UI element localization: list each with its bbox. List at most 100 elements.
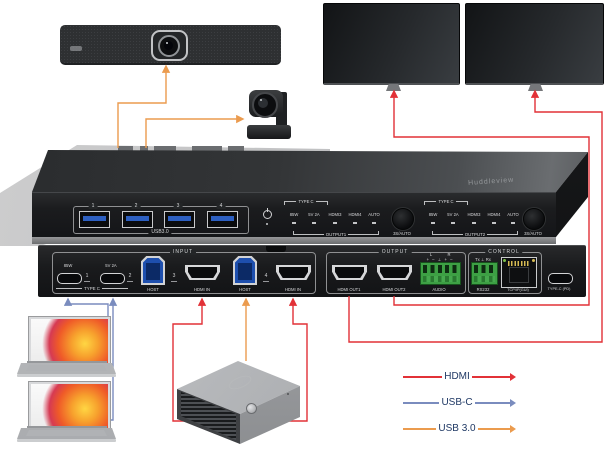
phoenix-screws	[474, 276, 495, 282]
typec-5v2a-label: 5V 2A	[105, 263, 117, 268]
hdmi-inner	[335, 267, 364, 278]
laptop-2-hinge	[27, 426, 107, 428]
legend-line-usb3	[403, 428, 437, 430]
usb-port-number: 1	[88, 203, 98, 209]
output2-col-hdmi3: HDMI3	[467, 212, 481, 217]
usb-port-number: 4	[216, 203, 226, 209]
ptz-camera-lens-core	[258, 98, 268, 108]
typec-bracket: TYPE C	[56, 285, 129, 291]
rs232-pin-labels: Tx ⊥ Rx	[475, 257, 491, 262]
usb-port-number: 3	[173, 203, 183, 209]
type-c-port-85w	[57, 273, 82, 284]
lan-label: TCP/IP(GUI)	[507, 288, 529, 292]
output2-button-label: 3S/AUTO	[524, 231, 542, 236]
hdmi-in-port-2	[276, 265, 311, 280]
audio-phoenix-connector	[420, 262, 461, 285]
usb-b-core	[146, 263, 160, 280]
output2-select-button	[523, 208, 545, 230]
monitor-1-stand	[386, 84, 401, 91]
led-indicator	[292, 222, 296, 224]
rear-edge-marks	[228, 146, 244, 151]
switcher-front-panel: 1 2 3 4 USB3.0 TYPE C 85W 5V 2A HDMI3 HD…	[32, 192, 556, 238]
output1-col-auto: AUTO	[368, 212, 380, 217]
monitor-2-stand	[528, 84, 543, 91]
usb-a-port-1	[79, 211, 110, 228]
output1-label: OUTPUT1	[325, 232, 347, 237]
input-number-2: 2	[128, 273, 132, 279]
switcher-rear-panel: INPUT 85W 1 5V 2A 2 TYPE C HOST 3 HDMI I…	[38, 245, 586, 297]
legend-line-usb3	[477, 428, 511, 430]
led-indicator	[492, 222, 496, 224]
legend-line-usbc	[474, 402, 511, 404]
cable-hdmi-out1-to-monitor2	[348, 89, 603, 343]
output-group-label: OUTPUT	[378, 249, 412, 255]
legend-arrow-usb3	[510, 425, 520, 433]
typec-85w-label: 85W	[63, 263, 73, 268]
legend-line-hdmi	[471, 376, 511, 378]
led-indicator	[431, 222, 435, 224]
phoenix-holes	[474, 265, 495, 273]
legend-label-hdmi: HDMI	[444, 371, 470, 382]
legend-arrow-usbc	[510, 399, 520, 407]
laptop-1-screen	[28, 316, 111, 367]
phoenix-screws	[423, 276, 458, 282]
cable-usb3-to-ptz-camera	[145, 114, 245, 148]
input-number-3: 3	[172, 273, 176, 279]
hdmi-in2-label: HDMI IN	[284, 287, 302, 292]
usb-a-tongue	[211, 216, 234, 221]
usb-group-label: USB3.0	[148, 229, 172, 235]
laptop-1-hinge	[27, 361, 107, 363]
legend-item-hdmi: HDMI	[403, 371, 520, 383]
usb-a-port-3	[164, 211, 195, 228]
ptz-camera-base	[247, 125, 291, 139]
host2-label: HOST	[239, 287, 251, 292]
led-indicator	[312, 222, 316, 224]
output2-typec-label: TYPE C	[438, 199, 454, 204]
output2-col-5v2a: 5V 2A	[447, 212, 459, 217]
output1-col-hdmi4: HDMI4	[348, 212, 362, 217]
type-c-pd-port	[548, 273, 573, 284]
rj45-led-amber	[532, 259, 535, 262]
cable-hdmi-out2-to-monitor1	[389, 89, 590, 306]
laptop-1-base	[17, 374, 116, 377]
number-dash	[127, 281, 133, 282]
legend-line-usbc	[403, 402, 440, 404]
power-led	[266, 223, 268, 225]
usb-a-tongue	[168, 216, 191, 221]
hdmi-out2-label: HDMI OUT2	[382, 287, 406, 292]
output2-col-hdmi4: HDMI4	[487, 212, 501, 217]
type-c-pd-label: TYPE-C (PD)	[547, 287, 571, 291]
legend-line-hdmi	[403, 376, 443, 378]
monitor-1	[323, 3, 460, 85]
rs232-label: RS232	[476, 287, 490, 292]
legend-item-usbc: USB-C	[403, 397, 520, 409]
audio-label: AUDIO	[432, 287, 446, 292]
audio-pin-signs: + – ⊥ + –	[426, 257, 454, 262]
legend-label-usbc: USB-C	[441, 397, 473, 408]
output2-label: OUTPUT2	[464, 232, 486, 237]
power-icon-stem	[267, 208, 268, 212]
output1-col-hdmi3: HDMI3	[328, 212, 342, 217]
legend-item-usb3: USB 3.0	[403, 423, 520, 435]
input-number-1: 1	[85, 273, 89, 279]
usb-b-host-port-2	[233, 256, 257, 285]
led-indicator	[472, 222, 476, 224]
ethernet-port	[501, 257, 537, 288]
usb-a-port-4	[207, 211, 238, 228]
rear-edge-marks	[154, 146, 176, 151]
ptz-camera-lens-glint	[260, 99, 262, 101]
output2-col-auto: AUTO	[507, 212, 519, 217]
hdmi-inner	[188, 267, 217, 278]
output1-button-label: 3S/AUTO	[393, 231, 411, 236]
led-indicator	[451, 222, 455, 224]
output1-col-5v2a: 5V 2A	[308, 212, 320, 217]
cable-usb3-to-video-bar	[117, 64, 171, 148]
host1-label: HOST	[147, 287, 159, 292]
rear-panel-tab	[266, 246, 286, 252]
phoenix-holes	[423, 265, 458, 273]
hdmi-inner	[380, 267, 409, 278]
output1-select-button	[392, 208, 414, 230]
